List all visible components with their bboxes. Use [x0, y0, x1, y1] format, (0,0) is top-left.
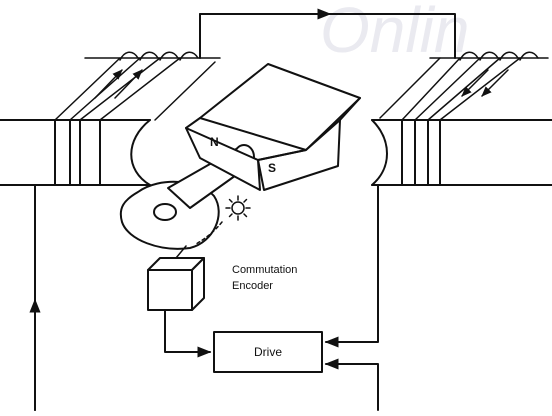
permanent-magnet: [185, 63, 361, 191]
north-pole-label: N: [210, 135, 219, 149]
supply-to-drive-wire: [324, 358, 379, 411]
stator-to-drive-wire: [324, 184, 379, 348]
commutation-encoder: [147, 245, 205, 311]
right-stator: [371, 119, 552, 186]
optical-sensor-icon: [195, 195, 251, 245]
right-winding: [379, 51, 549, 121]
encoder-label-line2: Encoder: [232, 280, 273, 292]
left-stator: [0, 119, 151, 186]
drive-box: [213, 331, 323, 373]
drive-label: Drive: [254, 345, 282, 359]
left-winding: [54, 51, 221, 121]
encoder-label-line1: Commutation: [232, 264, 297, 276]
south-pole-label: S: [268, 161, 276, 175]
encoder-to-drive-wire: [164, 309, 212, 358]
watermark-text: Onlin: [320, 0, 469, 66]
top-connection-wire: [199, 8, 456, 59]
